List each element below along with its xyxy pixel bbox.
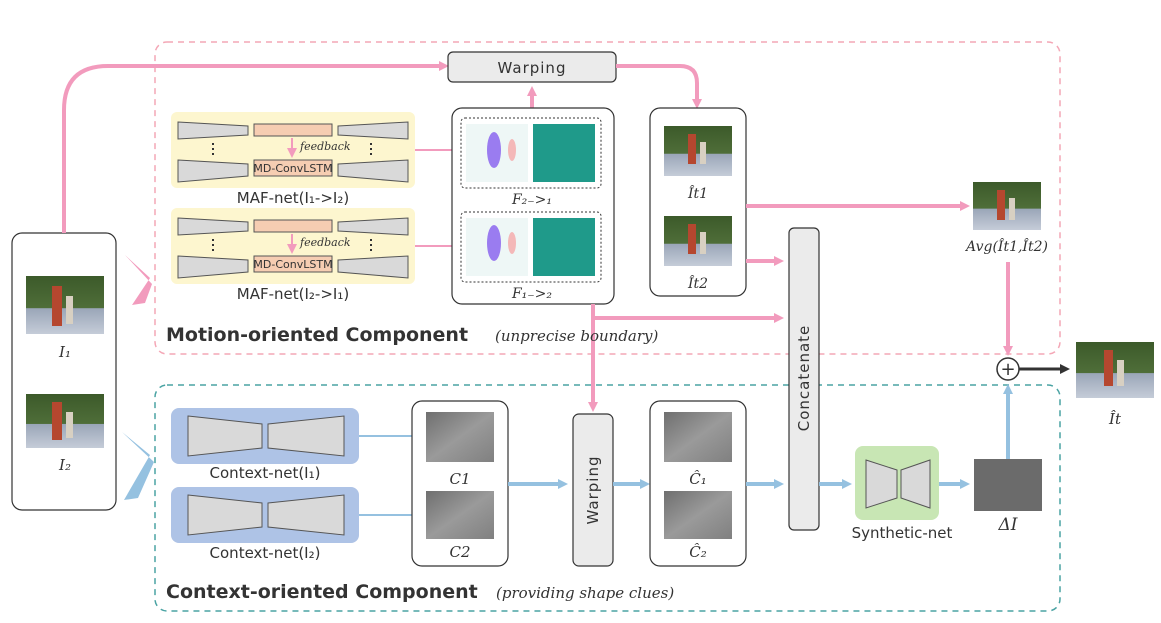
maf-net-2-label: MAF-net(I₂->I₁) bbox=[237, 285, 349, 303]
input-i2-image bbox=[26, 394, 104, 448]
input-to-warping-path bbox=[62, 61, 449, 233]
synthetic-net-label: Synthetic-net bbox=[852, 524, 953, 542]
context-note: (providing shape clues) bbox=[496, 584, 674, 602]
delta-image bbox=[974, 459, 1042, 511]
context-component-region bbox=[154, 384, 1061, 612]
input-to-context-arrow bbox=[122, 432, 154, 500]
context-net-2-label: Context-net(I₂) bbox=[210, 544, 321, 562]
feedback-label-1: feedback bbox=[299, 140, 351, 153]
input-i1-label: I₁ bbox=[58, 343, 71, 361]
flow-2-1-blob-a bbox=[487, 132, 501, 168]
c2-image bbox=[426, 491, 494, 539]
warping-to-outputs-path bbox=[616, 64, 702, 109]
motion-title: Motion-oriented Component bbox=[166, 324, 468, 346]
warping-mid-label: Warping bbox=[584, 456, 602, 525]
md-convlstm-1-label: MD-ConvLSTM bbox=[253, 162, 332, 175]
flow-1-2-blob-a bbox=[487, 225, 501, 261]
it1-label: Ît1 bbox=[687, 184, 708, 202]
sum-symbol: + bbox=[1000, 359, 1015, 380]
synthetic-net-block bbox=[855, 446, 939, 520]
avg-image bbox=[973, 182, 1041, 230]
c2-hat-image bbox=[664, 491, 732, 539]
input-to-motion-arrow bbox=[125, 255, 152, 305]
c1-image bbox=[426, 412, 494, 462]
maf-net-1-label: MAF-net(I₁->I₂) bbox=[237, 189, 349, 207]
input-i2-label: I₂ bbox=[58, 456, 71, 474]
avg-label: Avg(Ît1,Ît2) bbox=[964, 237, 1048, 255]
output-image bbox=[1076, 342, 1154, 398]
context-title: Context-oriented Component bbox=[166, 581, 478, 603]
concatenate-label: Concatenate bbox=[795, 325, 813, 432]
it1-image bbox=[664, 126, 732, 176]
md-convlstm-2-label: MD-ConvLSTM bbox=[253, 258, 332, 271]
maf-net-1-block bbox=[171, 112, 415, 188]
delta-label: ΔI bbox=[998, 515, 1018, 535]
flow-1-2-label: F₁₋>₂ bbox=[511, 286, 552, 302]
c2-label: C2 bbox=[449, 543, 470, 561]
c2-hat-label: Ĉ₂ bbox=[689, 543, 707, 561]
flow-2-1-frame bbox=[460, 117, 602, 189]
context-net-1-label: Context-net(I₁) bbox=[210, 464, 321, 482]
concatenate-box bbox=[788, 227, 820, 531]
warping-mid-box bbox=[572, 413, 614, 567]
output-label: Ît bbox=[1108, 410, 1122, 428]
flow-1-2-image-b bbox=[533, 218, 595, 276]
maf-net-2-block bbox=[171, 208, 415, 284]
flow-2-1-blob-b bbox=[508, 139, 516, 161]
motion-note: (unprecise boundary) bbox=[495, 327, 659, 345]
it2-image bbox=[664, 216, 732, 266]
c1-hat-image bbox=[664, 412, 732, 462]
flow-1-2-frame bbox=[460, 211, 602, 283]
c1-label: C1 bbox=[449, 470, 470, 488]
flow-1-2-blob-b bbox=[508, 232, 516, 254]
c1-hat-label: Ĉ₁ bbox=[689, 470, 707, 488]
context-net-1-block bbox=[171, 408, 359, 464]
motion-component-region bbox=[154, 41, 1061, 355]
warping-top-label: Warping bbox=[498, 59, 567, 77]
feedback-label-2: feedback bbox=[299, 236, 351, 249]
input-i1-image bbox=[26, 276, 104, 334]
flow-2-1-label: F₂₋>₁ bbox=[511, 192, 552, 208]
context-net-2-block bbox=[171, 487, 359, 543]
it2-label: Ît2 bbox=[687, 274, 708, 292]
flow-2-1-image-b bbox=[533, 124, 595, 182]
